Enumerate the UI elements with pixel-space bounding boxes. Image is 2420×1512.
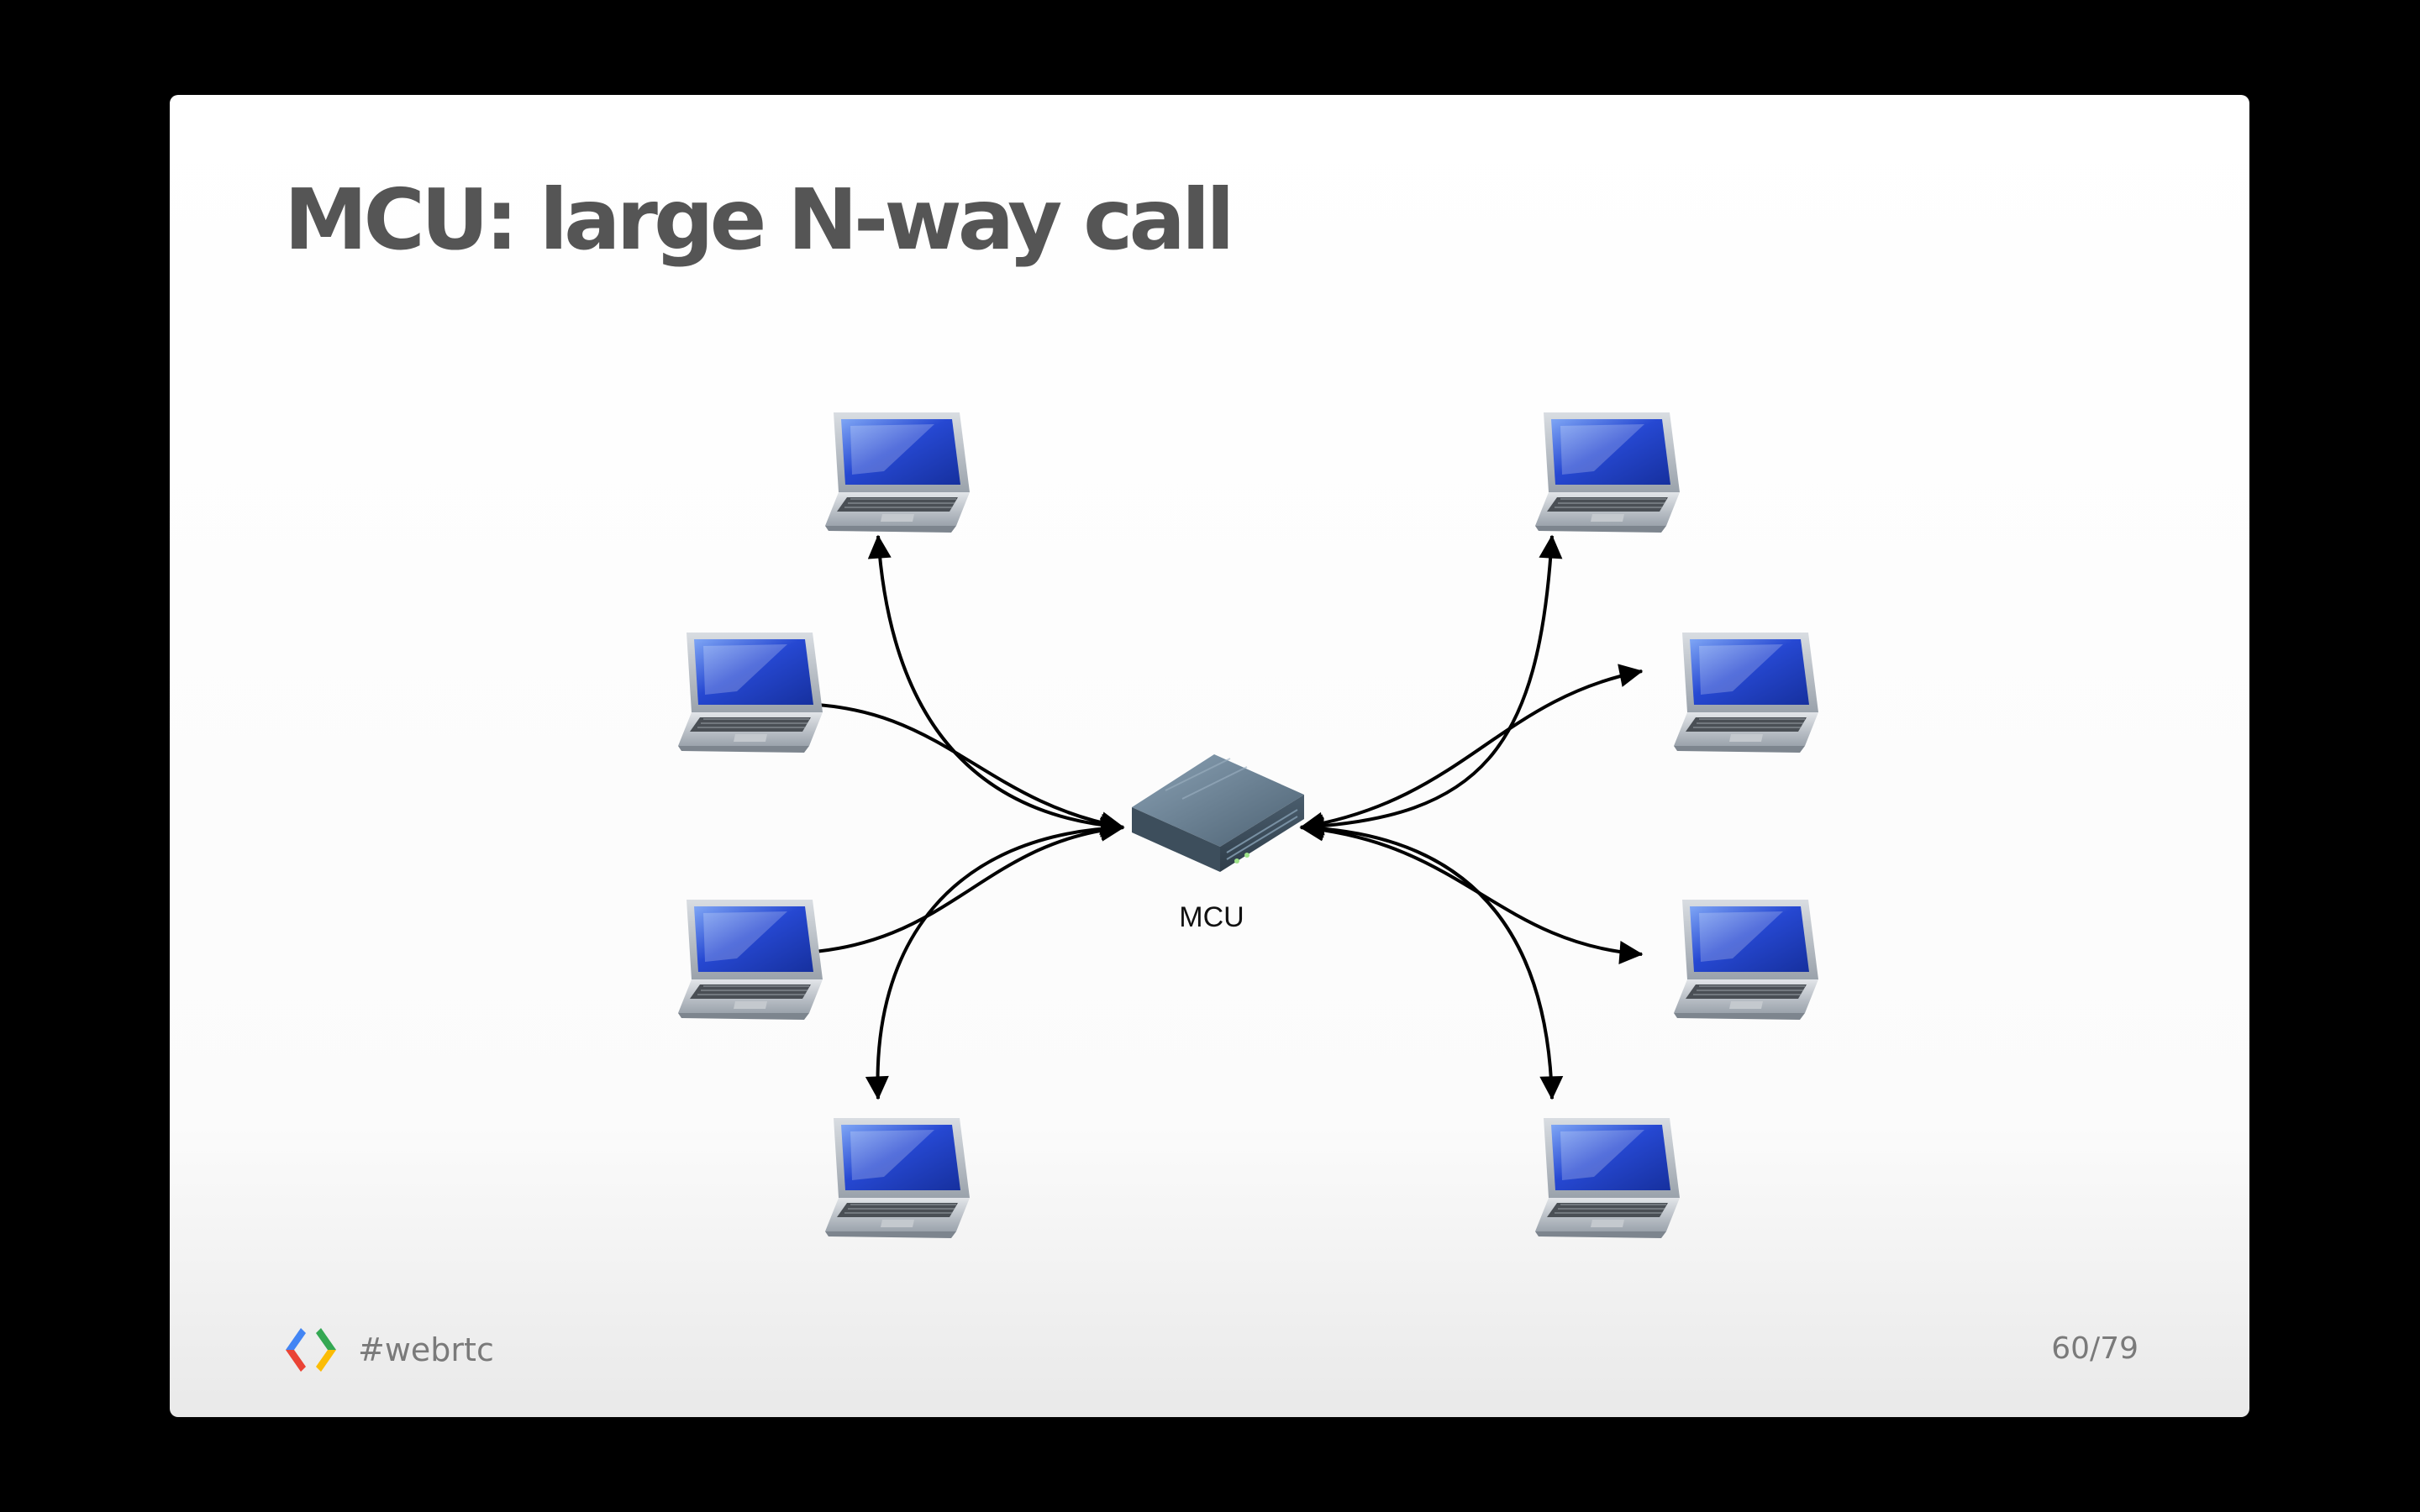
- edge-top-left: [867, 534, 1125, 837]
- laptop-icon: [1534, 1117, 1681, 1239]
- edge-bottom-left: [865, 816, 1125, 1100]
- laptop-icon: [1673, 899, 1819, 1021]
- edge-bottom-right: [1299, 816, 1564, 1100]
- laptop-icon: [677, 632, 823, 753]
- laptop-icon: [1673, 632, 1819, 753]
- edge-upper-left: [781, 691, 1125, 835]
- mcu-label: MCU: [1179, 901, 1244, 933]
- diagram-edges: [781, 534, 1644, 1100]
- slide: MCU: large N-way call: [170, 95, 2249, 1417]
- slide-title: MCU: large N-way call: [284, 171, 1234, 269]
- laptop-icon: [824, 1117, 971, 1239]
- edge-upper-right: [1299, 664, 1644, 836]
- edge-lower-right: [1299, 817, 1644, 964]
- google-developers-logo-icon: [286, 1328, 336, 1372]
- footer-hashtag: #webrtc: [358, 1331, 494, 1368]
- mcu-topology-diagram: MCU: [677, 412, 1819, 1239]
- laptop-icon: [1534, 412, 1681, 533]
- network-server-icon: [1132, 754, 1304, 872]
- slide-page-number: 60/79: [2051, 1331, 2139, 1366]
- laptop-icon: [824, 412, 971, 533]
- edge-lower-left: [781, 817, 1125, 965]
- laptop-icon: [677, 899, 823, 1021]
